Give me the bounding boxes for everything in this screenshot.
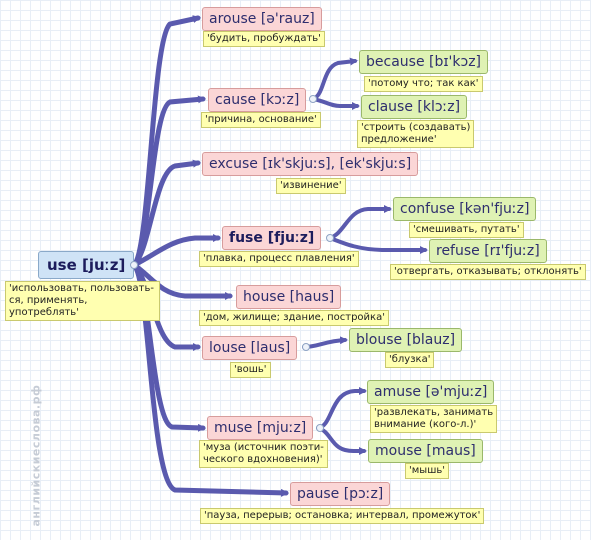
note-house: 'дом, жилище; здание, постройка' bbox=[199, 310, 389, 326]
watermark-text: английскиеслова.рф bbox=[29, 384, 43, 527]
node-pause[interactable]: pause [pɔːz] bbox=[290, 482, 391, 506]
note-amuse: 'развлекать, занимать внимание (кого-л.)… bbox=[370, 405, 498, 433]
link-use-excuse bbox=[131, 159, 201, 268]
root-node-use[interactable]: use [juːz] bbox=[38, 251, 134, 279]
note-muse: 'муза (источник поэти- ческого вдохновен… bbox=[199, 440, 328, 468]
node-cause[interactable]: cause [kɔːz] bbox=[208, 88, 307, 112]
node-house[interactable]: house [haus] bbox=[236, 285, 342, 309]
collapse-knob-use[interactable] bbox=[130, 261, 138, 269]
note-mouse: 'мышь' bbox=[405, 463, 449, 479]
node-muse[interactable]: muse [mjuːz] bbox=[207, 416, 314, 440]
root-note-use: 'использовать, пользовать- ся, применять… bbox=[5, 281, 160, 321]
link-fuse-confuse bbox=[328, 205, 392, 240]
collapse-knob-louse[interactable] bbox=[302, 343, 310, 351]
node-arouse[interactable]: arouse [ə'rauz] bbox=[202, 7, 322, 31]
link-fuse-refuse bbox=[328, 236, 428, 254]
node-because[interactable]: because [bɪ'kɔz] bbox=[359, 50, 489, 74]
node-mouse[interactable]: mouse [maus] bbox=[368, 439, 483, 463]
node-amuse[interactable]: amuse [ə'mjuːz] bbox=[367, 380, 495, 404]
note-confuse: 'смешивать, путать' bbox=[409, 222, 524, 238]
node-refuse[interactable]: refuse [rɪ'fjuːz] bbox=[429, 239, 547, 263]
collapse-knob-muse[interactable] bbox=[316, 424, 324, 432]
link-louse-blouse bbox=[302, 336, 348, 349]
link-use-pause bbox=[131, 262, 289, 497]
link-use-fuse bbox=[131, 234, 221, 268]
note-blouse: 'блузка' bbox=[385, 352, 435, 368]
link-muse-amuse bbox=[316, 387, 367, 430]
node-blouse[interactable]: blouse [blauz] bbox=[349, 328, 463, 352]
note-refuse: 'отвергать, отказывать; отклонять' bbox=[390, 264, 586, 280]
note-excuse: 'извинение' bbox=[276, 178, 346, 194]
note-because: 'потому что; так как' bbox=[364, 76, 483, 92]
node-louse[interactable]: louse [laus] bbox=[202, 336, 298, 360]
note-fuse: 'плавка, процесс плавления' bbox=[199, 251, 359, 267]
collapse-knob-cause[interactable] bbox=[309, 95, 317, 103]
note-clause: 'строить (создавать) предложение' bbox=[357, 120, 475, 148]
collapse-knob-fuse[interactable] bbox=[326, 234, 334, 242]
node-excuse[interactable]: excuse [ɪk'skjuːs], [ek'skjuːs] bbox=[202, 152, 419, 176]
link-cause-because bbox=[311, 57, 358, 101]
note-cause: 'причина, основание' bbox=[201, 112, 321, 128]
link-cause-clause bbox=[311, 97, 360, 110]
node-clause[interactable]: clause [klɔːz] bbox=[361, 95, 468, 119]
node-confuse[interactable]: confuse [kən'fjuːz] bbox=[393, 197, 537, 221]
note-louse: 'вошь' bbox=[230, 362, 271, 378]
note-pause: 'пауза, перерыв; остановка; интервал, пр… bbox=[200, 508, 485, 524]
note-arouse: 'будить, пробуждать' bbox=[203, 31, 325, 47]
node-fuse[interactable]: fuse [fjuːz] bbox=[222, 226, 322, 250]
